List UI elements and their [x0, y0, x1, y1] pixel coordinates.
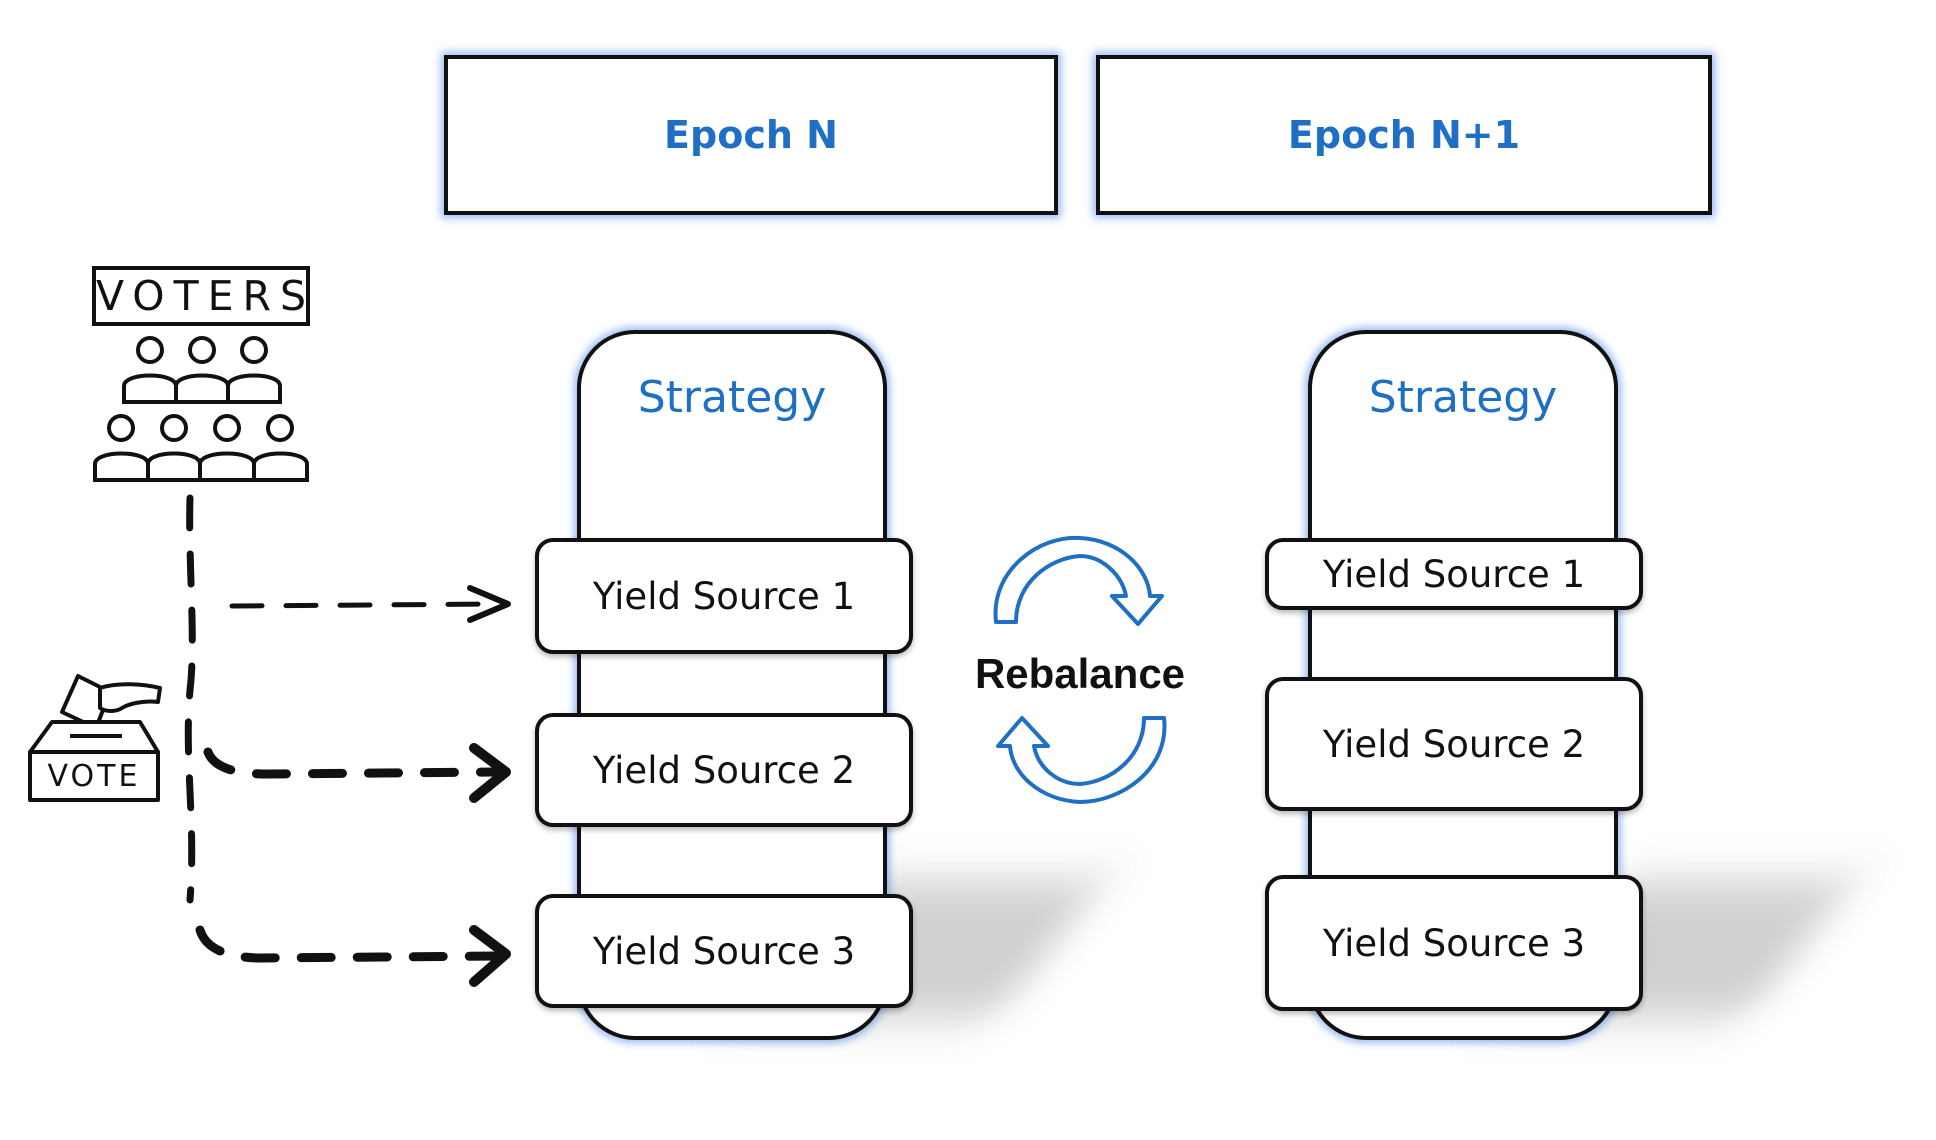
rebalance-label: Rebalance	[974, 650, 1186, 697]
dashed-arrow-to-source-2	[203, 747, 505, 779]
yield-source-1-epoch-n: Yield Source 1	[535, 538, 913, 654]
strategy-epoch-n-title: Strategy	[637, 372, 827, 423]
dashed-arrow-head-3	[469, 925, 511, 987]
voters-icon	[93, 336, 309, 482]
rebalance-cycle-icon	[993, 535, 1167, 804]
vertical-dashed-trunk	[184, 494, 196, 904]
voters-label: VOTERS	[92, 266, 310, 326]
yield-source-2-epoch-n1: Yield Source 2	[1265, 677, 1643, 811]
vote-label: VOTE	[47, 758, 141, 794]
yield-source-3-epoch-n1: Yield Source 3	[1265, 875, 1643, 1011]
yield-source-2-epoch-n: Yield Source 2	[535, 713, 913, 827]
ballot-box-icon	[28, 674, 162, 802]
yield-source-1-epoch-n1: Yield Source 1	[1265, 538, 1643, 610]
strategy-epoch-n1-title: Strategy	[1368, 372, 1558, 423]
dashed-arrow-to-source-1	[229, 601, 503, 609]
epoch-n-label: Epoch N	[664, 113, 838, 157]
yield-source-3-epoch-n: Yield Source 3	[535, 894, 913, 1008]
epoch-n-box: Epoch N	[444, 55, 1058, 215]
dashed-arrow-to-source-3	[195, 925, 505, 963]
dashed-arrow-head-2	[469, 743, 511, 803]
dashed-arrow-head-1	[467, 585, 511, 623]
epoch-n1-box: Epoch N+1	[1096, 55, 1712, 215]
epoch-n1-label: Epoch N+1	[1287, 113, 1521, 157]
